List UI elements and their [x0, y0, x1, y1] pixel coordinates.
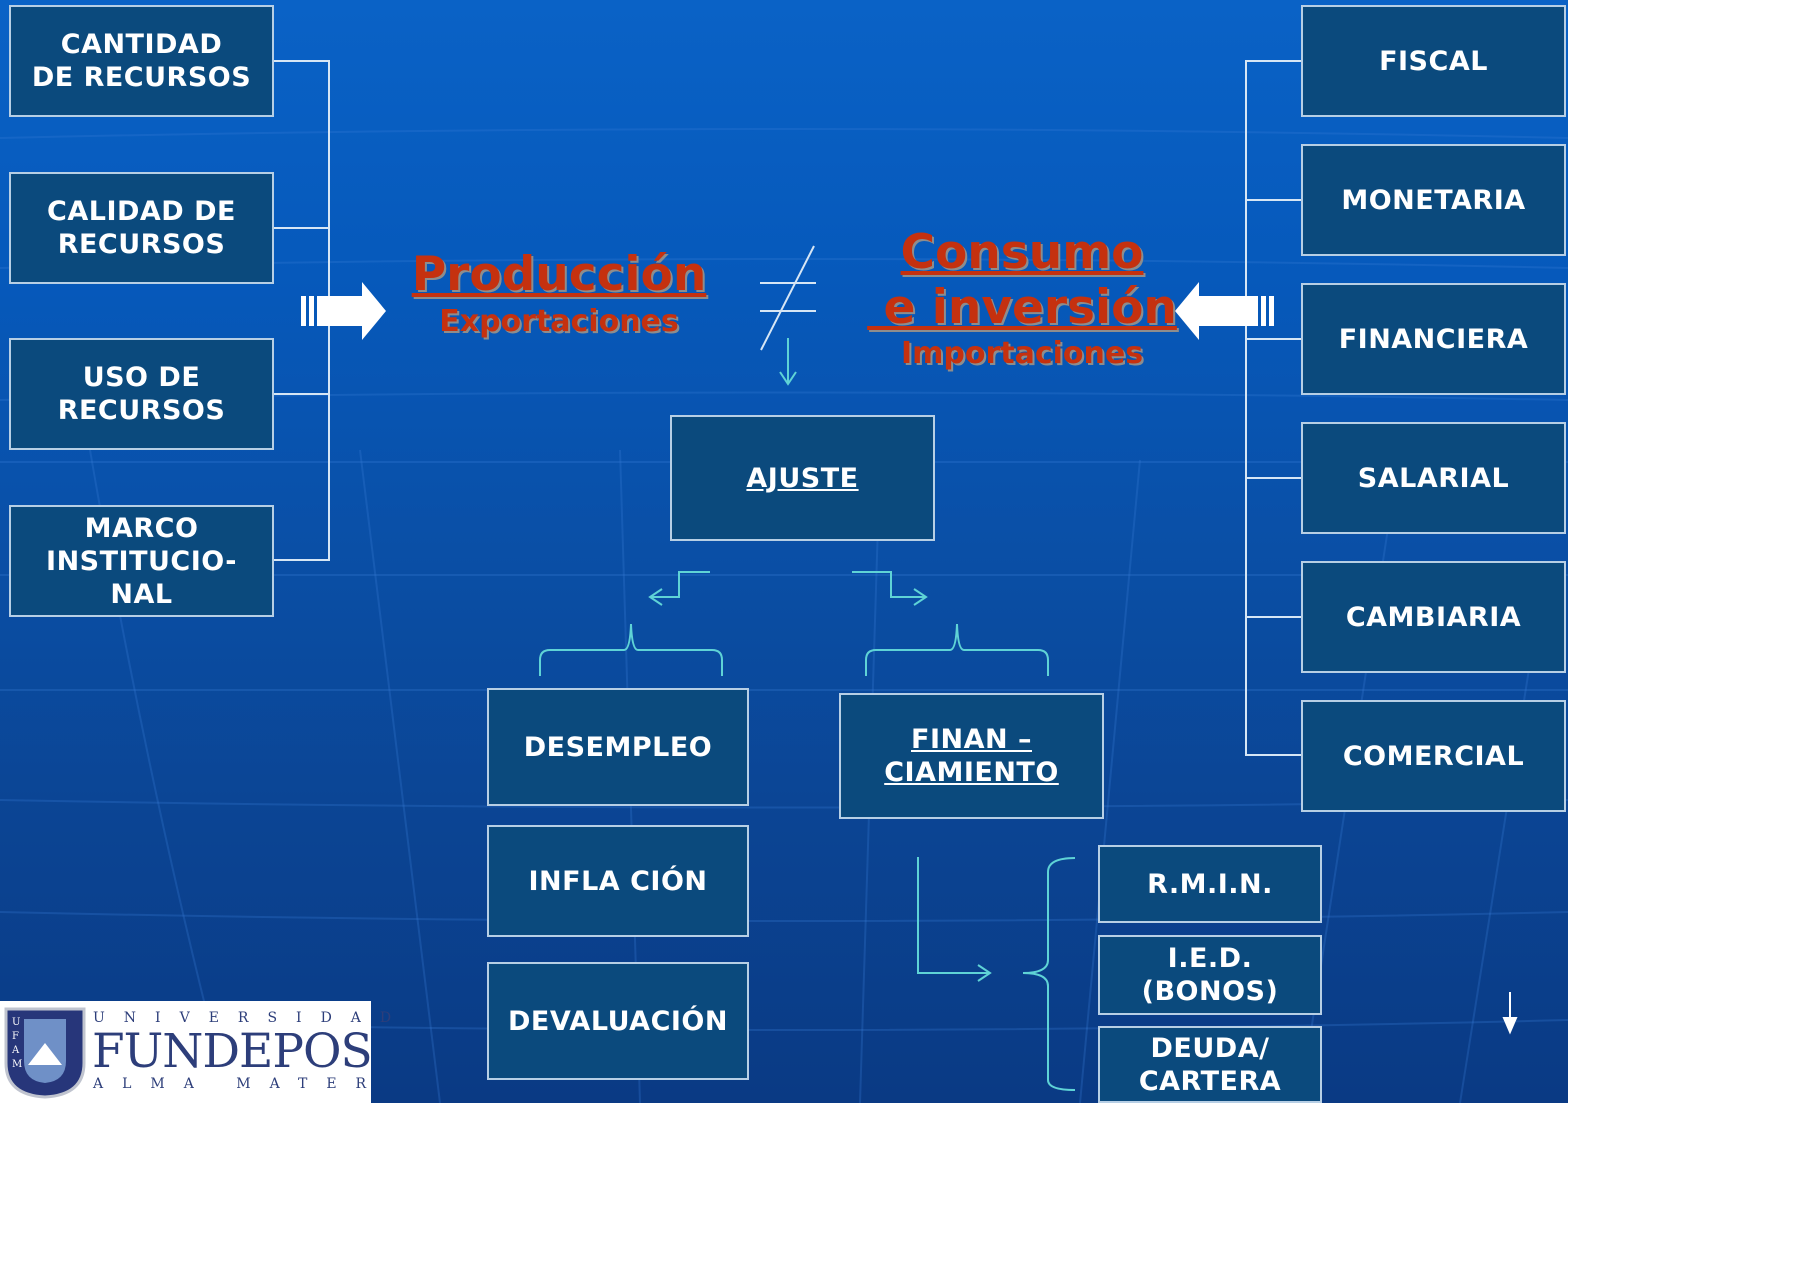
logo-fundepos-text: FUNDEPOS — [92, 1024, 373, 1079]
logo-universidad-text: UNIVERSIDAD — [93, 1010, 411, 1026]
emblem-letter-u: U — [12, 1017, 20, 1028]
box-salarial: SALARIAL — [1301, 422, 1566, 534]
right-block-arrow — [301, 282, 386, 340]
consumo-title: Consumo — [900, 225, 1144, 280]
emblem-letter-f: F — [12, 1031, 19, 1042]
box-deuda-cartera: DEUDA/ CARTERA — [1098, 1026, 1322, 1103]
exportaciones-label: Exportaciones — [439, 304, 679, 339]
financiamiento-arrow — [917, 857, 992, 982]
right-elbow-arrow — [852, 571, 928, 606]
box-ajuste: AJUSTE — [670, 415, 935, 541]
fundepos-logo: U F A M UNIVERSIDAD FUNDEPOS ALMA MATER — [0, 1001, 391, 1103]
left-elbow-arrow — [648, 571, 710, 606]
importaciones-label: Importaciones — [900, 336, 1144, 371]
connector-lines — [274, 60, 1518, 1091]
box-financiamiento: FINAN – CIAMIENTO — [839, 693, 1104, 819]
box-ied-bonos: I.E.D. (BONOS) — [1098, 935, 1322, 1015]
left-brace — [539, 623, 723, 676]
left-block-arrow — [1175, 282, 1274, 340]
box-comercial: COMERCIAL — [1301, 700, 1566, 812]
box-fiscal: FISCAL — [1301, 5, 1566, 117]
box-financiera: FINANCIERA — [1301, 283, 1566, 395]
box-monetaria: MONETARIA — [1301, 144, 1566, 256]
not-equal-icon — [760, 245, 816, 351]
down-arrow — [779, 338, 797, 386]
sources-brace — [1022, 857, 1076, 1091]
box-uso-de-recursos: USO DE RECURSOS — [9, 338, 274, 450]
box-desempleo: DESEMPLEO — [487, 688, 749, 806]
emblem-letter-m: M — [12, 1059, 22, 1070]
right-brace — [865, 623, 1049, 676]
box-cantidad-de-recursos: CANTIDAD DE RECURSOS — [9, 5, 274, 117]
box-marco-institucional: MARCO INSTITUCIO- NAL — [9, 505, 274, 617]
emblem-letter-a: A — [11, 1045, 20, 1056]
box-cambiaria: CAMBIARIA — [1301, 561, 1566, 673]
box-calidad-de-recursos: CALIDAD DE RECURSOS — [9, 172, 274, 284]
shield-emblem-icon: U F A M — [4, 1007, 86, 1099]
logo-alma-mater-text: ALMA MATER — [93, 1076, 386, 1092]
slide: CANTIDAD DE RECURSOS CALIDAD DE RECURSOS… — [0, 0, 1568, 1103]
inversion-title: e inversión — [867, 280, 1177, 335]
produccion-title: Producción — [411, 247, 707, 302]
right-bracket — [1245, 60, 1301, 756]
box-rmin: R.M.I.N. — [1098, 845, 1322, 923]
box-inflacion: INFLA CIÓN — [487, 825, 749, 937]
next-arrow-icon — [1502, 992, 1518, 1035]
box-devaluacion: DEVALUACIÓN — [487, 962, 749, 1080]
